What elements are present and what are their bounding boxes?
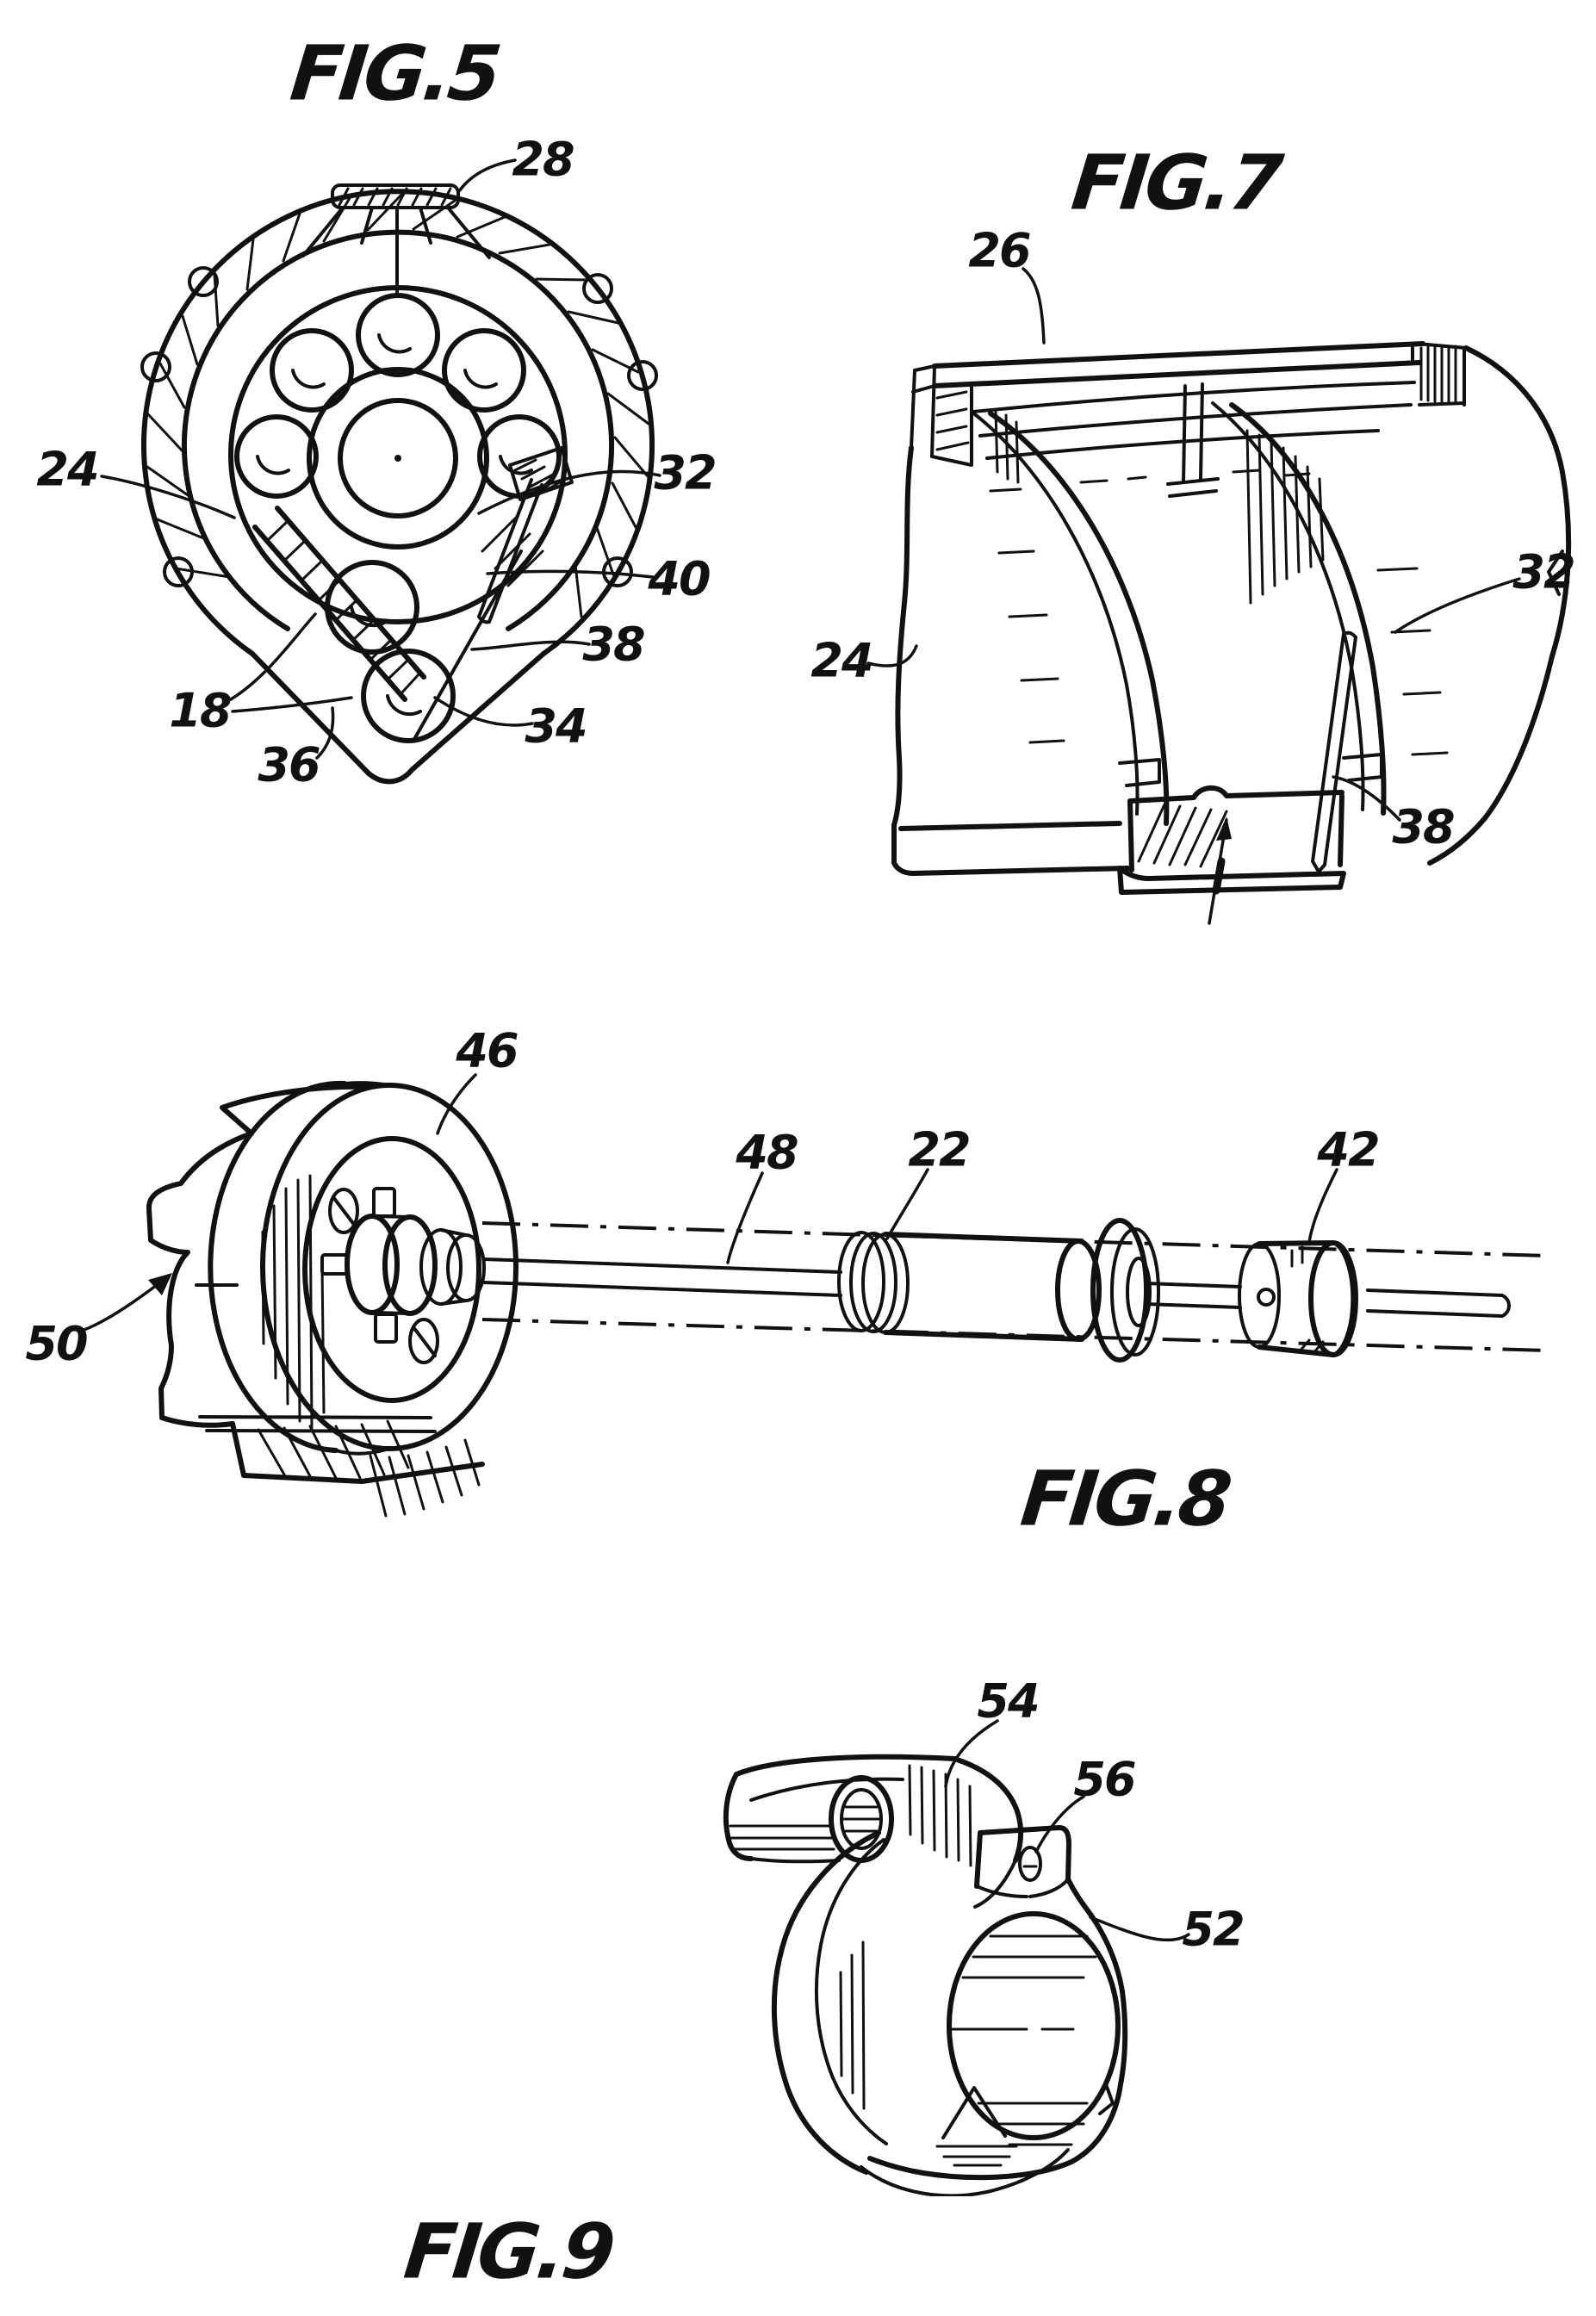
- fig8-collar-42: [1238, 1240, 1358, 1357]
- ref-label-fig7-32: 32: [1512, 544, 1575, 599]
- fig9-tube: [723, 1754, 957, 1864]
- ref-label-fig8-50: 50: [25, 1316, 88, 1371]
- ref-label-fig5-36: 36: [258, 737, 320, 792]
- fig7-shell: [891, 345, 1572, 866]
- fig9-ring-body: [771, 1830, 1128, 2196]
- ref-label-fig7-24: 24: [810, 633, 873, 688]
- fig7-flange: [910, 341, 1468, 498]
- ref-label-fig7-26: 26: [968, 223, 1031, 278]
- fig8-washer-wheel: [1090, 1218, 1160, 1363]
- fig8-leader-lines: [80, 1073, 1338, 1332]
- ref-label-fig5-34: 34: [525, 699, 587, 754]
- ref-label-fig5-40: 40: [648, 551, 711, 606]
- fig5-chute: [250, 506, 546, 785]
- ref-label-fig7-38: 38: [1392, 799, 1455, 854]
- fig8-shaft: [481, 1221, 1547, 1352]
- ref-label-fig5-24: 24: [36, 442, 99, 497]
- fig9-ear: [974, 1825, 1071, 1898]
- fig8-hub-and-screws: [320, 1187, 486, 1364]
- figure-9-title: FIG.9: [400, 2207, 617, 2296]
- ref-label-fig5-18: 18: [169, 683, 232, 738]
- figure-5-drawing: [100, 158, 661, 785]
- ref-label-fig5-38: 38: [582, 617, 645, 672]
- fig9-leader-lines: [944, 1719, 1190, 1942]
- fig5-retainer-pin: [477, 446, 574, 624]
- ref-label-fig5-28: 28: [512, 132, 574, 187]
- ref-label-fig8-48: 48: [736, 1125, 798, 1180]
- figure-8-drawing: [80, 1073, 1547, 1518]
- ref-label-fig9-54: 54: [977, 1673, 1040, 1729]
- figure-7-title: FIG.7: [1067, 138, 1284, 227]
- fig7-direction-arrow: [1208, 816, 1232, 925]
- fig5-housing: [140, 189, 658, 656]
- ref-label-fig5-32: 32: [654, 445, 717, 500]
- fig8-cam-flange: [146, 1080, 519, 1518]
- figure-7-drawing: [866, 267, 1572, 925]
- fig8-roller-22: [837, 1231, 1102, 1342]
- fig9-dome: [908, 1756, 1024, 1909]
- fig7-saddle-surfaces: [970, 401, 1449, 826]
- fig5-leader-lines: [100, 158, 661, 760]
- fig7-leader-lines: [866, 267, 1521, 822]
- fig5-rollers: [234, 293, 562, 499]
- ref-label-fig8-46: 46: [456, 1023, 519, 1078]
- ref-label-fig9-52: 52: [1182, 1902, 1245, 1957]
- ref-label-fig9-56: 56: [1073, 1752, 1136, 1807]
- fig7-pin: [1311, 630, 1357, 873]
- ref-label-fig8-42: 42: [1317, 1122, 1380, 1177]
- fig7-base: [891, 785, 1346, 895]
- figure-5-title: FIG.5: [286, 28, 503, 118]
- fig5-hub: [307, 367, 489, 550]
- ref-label-fig8-22: 22: [908, 1122, 971, 1177]
- figure-8-title: FIG.8: [1016, 1454, 1233, 1543]
- figure-9-drawing: [723, 1719, 1190, 2196]
- fig5-cap: [301, 183, 491, 298]
